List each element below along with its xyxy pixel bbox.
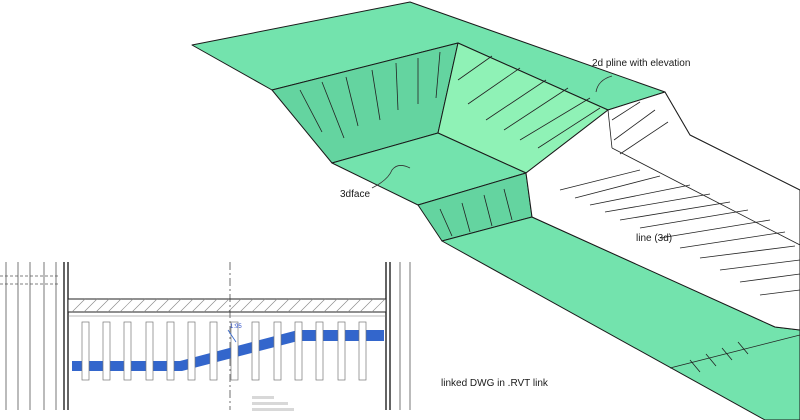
terrain-model (191, 1, 800, 420)
pline-annotation: 2d pline with elevation (592, 58, 691, 69)
section-drawing (0, 262, 411, 411)
slope-annotation: 1:95 (230, 324, 242, 330)
linked-dwg-annotation: linked DWG in .RVT link (441, 378, 548, 389)
right-slope-lines-region (525, 91, 800, 331)
pline-leader (595, 75, 613, 93)
profile-fill (72, 330, 384, 371)
line-3d-annotation: line (3d) (636, 233, 673, 244)
title-block-faint (252, 396, 294, 411)
3dface-annotation: 3dface (340, 189, 371, 200)
annotation-leaders (371, 75, 613, 189)
3dface-leader (371, 165, 411, 189)
slope-hatching (299, 51, 800, 373)
